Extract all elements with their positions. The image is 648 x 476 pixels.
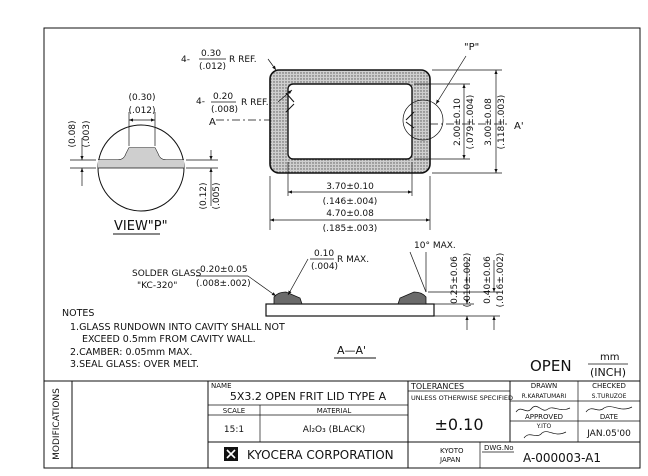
solder-thk-in: (.008±.002) xyxy=(196,279,251,289)
view-p-label: VIEW"P" xyxy=(114,219,168,234)
approved-signature xyxy=(523,431,567,439)
dwg-no-label: DWG.No xyxy=(484,444,513,452)
outer-height-mm: 3.00±0.08 xyxy=(484,98,494,146)
total-thk-mm: 0.40±0.06 xyxy=(483,256,493,304)
drawn-label: DRAWN xyxy=(531,382,558,390)
drawing-name: 5X3.2 OPEN FRIT LID TYPE A xyxy=(230,390,387,403)
r-inner-in: (.008) xyxy=(211,105,238,115)
section-left: A xyxy=(209,117,216,128)
drawn-by: R.KARATUMARI xyxy=(522,393,567,400)
approved-by: Y.ITO xyxy=(536,423,552,430)
detail-callout: "P" xyxy=(464,42,479,53)
section-radius-mm: 0.10 xyxy=(314,249,334,259)
r-outer-prefix: 4- xyxy=(181,55,190,65)
tolerances-note: UNLESS OTHERWISE SPECIFIED xyxy=(411,394,513,402)
angle-label: 10° MAX. xyxy=(414,241,456,251)
r-outer-suffix: R REF. xyxy=(229,55,257,65)
view-p-width-mm: (0.30) xyxy=(128,93,155,103)
title-block: MODIFICATIONS NAME 5X3.2 OPEN FRIT LID T… xyxy=(43,380,641,469)
outer-width-in: (.185±.003) xyxy=(323,224,378,234)
name-label: NAME xyxy=(211,382,232,390)
section-view: 10° MAX. 0.10 (.004) R MAX. SOLDER GLASS… xyxy=(132,241,506,359)
view-p-right-in: (.005) xyxy=(212,182,222,209)
approved-label: APPROVED xyxy=(525,413,563,421)
view-p-right-mm: (0.12) xyxy=(199,182,209,209)
notes: NOTES 1.GLASS RUNDOWN INTO CAVITY SHALL … xyxy=(62,308,285,370)
note-line-4: 3.SEAL GLASS: OVER MELT. xyxy=(70,359,199,370)
drawn-signature xyxy=(515,405,571,413)
inner-height-in: (.079±.004) xyxy=(466,95,476,150)
inner-width-mm: 3.70±0.10 xyxy=(326,182,374,192)
checked-by: S.TURUZOE xyxy=(592,393,627,400)
units-inch: (INCH) xyxy=(590,366,626,379)
section-radius-suffix: R MAX. xyxy=(337,255,369,265)
r-inner-prefix: 4- xyxy=(196,97,205,107)
view-p-left-mm: (0.08) xyxy=(68,120,78,147)
section-right: A' xyxy=(514,121,524,132)
r-outer-in: (.012) xyxy=(199,62,226,72)
scale-value: 15:1 xyxy=(224,425,244,435)
status-open: OPEN xyxy=(530,357,572,375)
note-line-1: 1.GLASS RUNDOWN INTO CAVITY SHALL NOT xyxy=(70,322,285,333)
note-line-3: 2.CAMBER: 0.05mm MAX. xyxy=(70,347,192,358)
units-mm: mm xyxy=(600,352,619,363)
section-label: A—A' xyxy=(337,344,366,357)
modifications-label: MODIFICATIONS xyxy=(52,388,62,460)
glass-thk-in: (.010±.002) xyxy=(463,253,473,308)
inner-width-in: (.146±.004) xyxy=(323,197,378,207)
date-value: JAN.05'00 xyxy=(586,429,631,439)
solder-label-2: "KC-320" xyxy=(137,281,177,291)
kyocera-logo-icon xyxy=(224,447,238,461)
solder-thk-mm: 0.20±0.05 xyxy=(200,265,248,275)
checked-signature xyxy=(585,406,633,413)
plan-view: "P" A A' 4- 0.30 (.012) R REF. 4- 0.20 (… xyxy=(181,42,524,234)
outer-height-in: (.118±.003) xyxy=(497,95,507,150)
scale-label: SCALE xyxy=(223,407,245,415)
tolerance-value: ±0.10 xyxy=(434,415,483,434)
outer-width-mm: 4.70±0.08 xyxy=(326,209,374,219)
material-label: MATERIAL xyxy=(317,407,352,415)
location-line-1: KYOTO xyxy=(440,447,464,455)
company-name: KYOCERA CORPORATION xyxy=(247,448,394,462)
total-thk-in: (.016±.002) xyxy=(496,253,506,308)
material-value: Al₂O₃ (BLACK) xyxy=(303,425,365,435)
view-p-detail: (0.30) (.012) (0.08) (.003) (0.12) (.005… xyxy=(68,93,222,235)
solder-label-1: SOLDER GLASS xyxy=(132,269,202,279)
r-inner-suffix: R REF. xyxy=(241,98,269,108)
date-label: DATE xyxy=(600,413,618,421)
section-radius-in: (.004) xyxy=(311,262,338,272)
r-inner-mm: 0.20 xyxy=(213,92,233,102)
glass-thk-mm: 0.25±0.06 xyxy=(450,256,460,304)
tolerances-label: TOLERANCES xyxy=(410,382,464,391)
notes-heading: NOTES xyxy=(62,308,94,319)
checked-label: CHECKED xyxy=(592,382,626,390)
dwg-no-value: A-000003-A1 xyxy=(523,451,601,465)
location-line-2: JAPAN xyxy=(439,456,461,464)
r-outer-mm: 0.30 xyxy=(201,49,221,59)
note-line-2: EXCEED 0.5mm FROM CAVITY WALL. xyxy=(82,334,256,345)
view-p-left-in: (.003) xyxy=(82,120,92,147)
inner-height-mm: 2.00±0.10 xyxy=(453,98,463,146)
view-p-width-in: (.012) xyxy=(128,106,155,116)
